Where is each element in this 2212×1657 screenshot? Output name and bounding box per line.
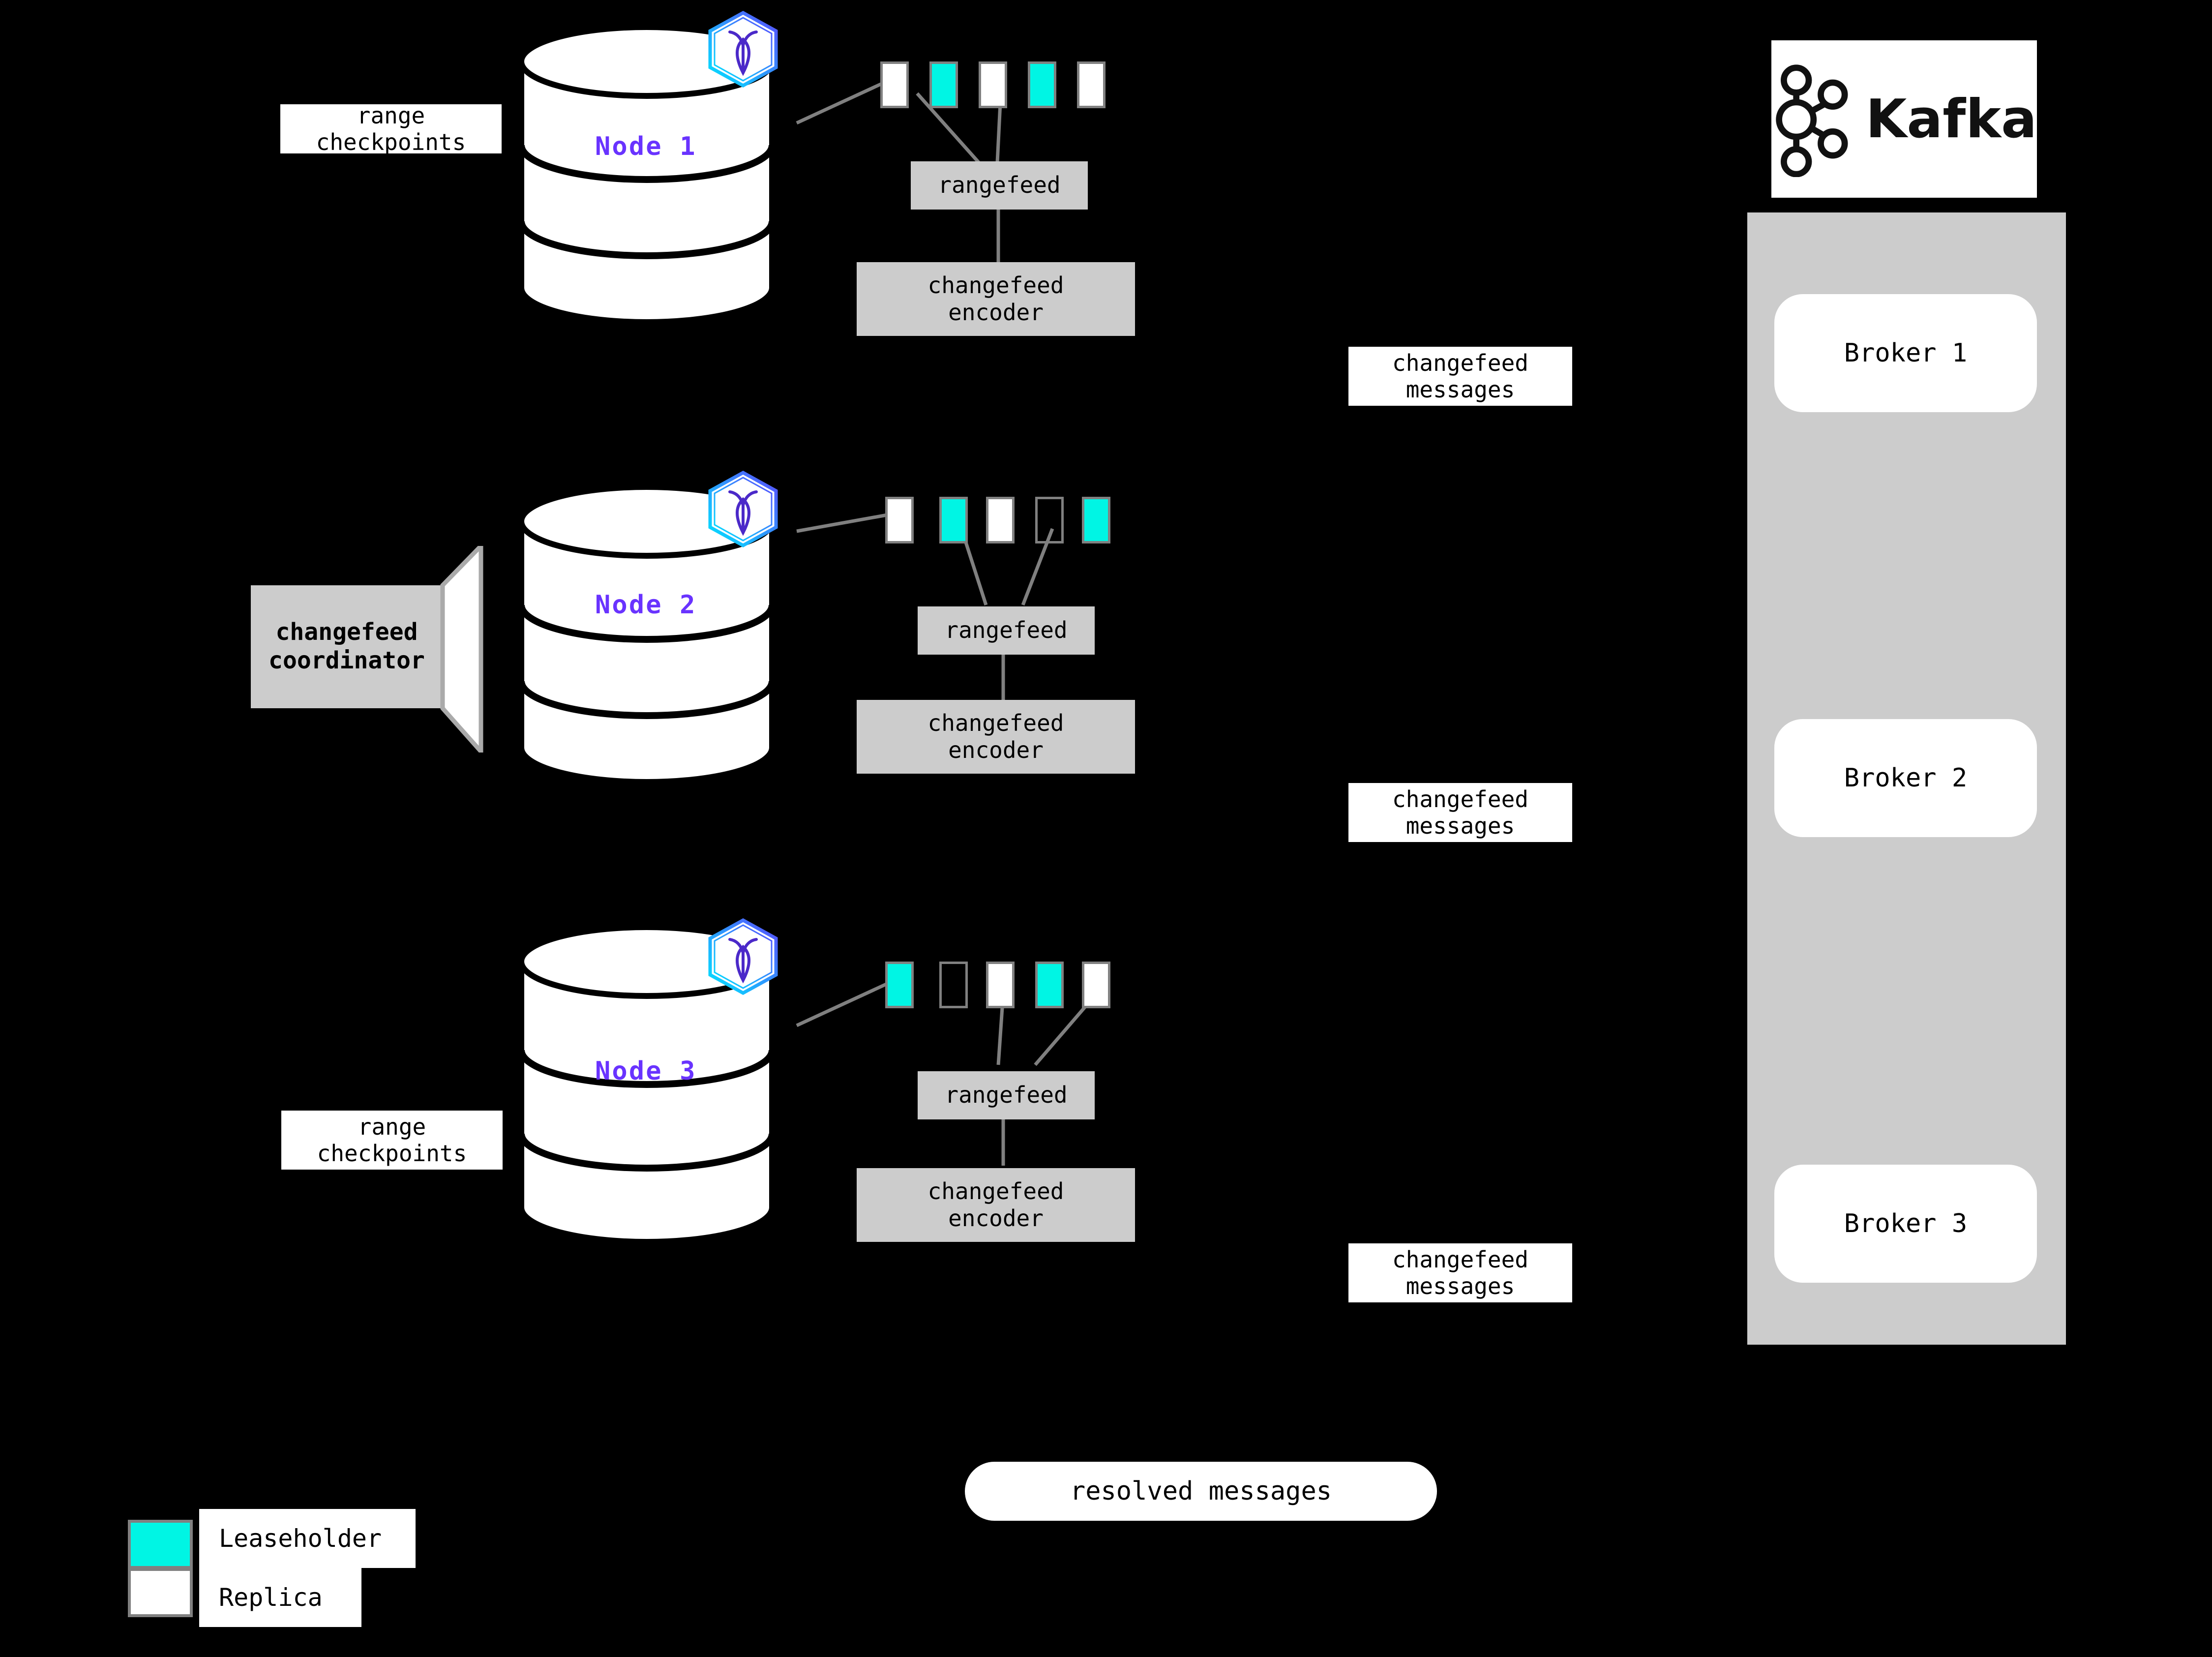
range-cell[interactable] <box>979 61 1007 108</box>
legend-item-replica-label: Replica <box>199 1568 361 1627</box>
node-2-changefeed-messages-label: changefeed messages <box>1348 783 1572 842</box>
node-3-ranges <box>885 962 1136 1013</box>
range-cell[interactable] <box>986 962 1015 1008</box>
node-3-cylinder <box>516 925 777 1244</box>
range-cell[interactable] <box>986 497 1015 543</box>
cockroachdb-hexagon-icon <box>706 10 780 89</box>
node-1-rangefeed-box[interactable]: rangefeed <box>911 161 1088 210</box>
range-cell[interactable] <box>885 962 914 1008</box>
node-1-changefeed-messages-label: changefeed messages <box>1348 347 1572 406</box>
node-2-label: Node 2 <box>595 590 697 620</box>
range-cell[interactable] <box>885 497 914 543</box>
node-2-changefeed-encoder-box[interactable]: changefeed encoder <box>857 700 1135 774</box>
node-3-range-checkpoints-label: range checkpoints <box>281 1111 503 1170</box>
range-cell[interactable] <box>929 61 958 108</box>
cockroachdb-hexagon-icon <box>706 917 780 996</box>
range-cell[interactable] <box>1028 61 1056 108</box>
legend-swatch-replica <box>128 1568 193 1617</box>
node-3-changefeed-encoder-box[interactable]: changefeed encoder <box>857 1168 1135 1242</box>
broker-3[interactable]: Broker 3 <box>1774 1165 2037 1283</box>
kafka-logo-box: Kafka <box>1771 40 2037 198</box>
range-cell[interactable] <box>1082 497 1110 543</box>
range-cell[interactable] <box>939 497 968 543</box>
range-cell[interactable] <box>1082 962 1110 1008</box>
node-3-label: Node 3 <box>595 1056 697 1086</box>
range-cell[interactable] <box>880 61 909 108</box>
broker-2[interactable]: Broker 2 <box>1774 719 2037 837</box>
node-3-rangefeed-box[interactable]: rangefeed <box>918 1071 1095 1119</box>
kafka-wordmark: Kafka <box>1865 88 2037 150</box>
legend-item-leaseholder-label: Leaseholder <box>199 1509 416 1568</box>
legend-swatch-leaseholder <box>128 1520 193 1569</box>
node-1-label: Node 1 <box>595 132 697 161</box>
range-cell[interactable] <box>1077 61 1106 108</box>
node-2-ranges <box>885 497 1136 548</box>
range-cell[interactable] <box>1035 497 1064 543</box>
range-cell[interactable] <box>1035 962 1064 1008</box>
range-cell[interactable] <box>939 962 968 1008</box>
node-2-cylinder <box>516 484 777 784</box>
node-3-changefeed-messages-label: changefeed messages <box>1348 1243 1572 1302</box>
legend: Leaseholder Replica <box>113 1509 418 1627</box>
changefeed-coordinator-label: changefeed coordinator <box>269 618 425 674</box>
cockroachdb-hexagon-icon <box>706 470 780 548</box>
node-1-ranges <box>880 61 1126 113</box>
kafka-logo-icon <box>1776 64 1848 177</box>
changefeed-coordinator-callout[interactable] <box>246 540 551 757</box>
node-1-range-checkpoints-label: range checkpoints <box>280 104 502 153</box>
node-1-changefeed-encoder-box[interactable]: changefeed encoder <box>857 262 1135 336</box>
node-2-rangefeed-box[interactable]: rangefeed <box>918 606 1095 655</box>
resolved-messages-pill[interactable]: resolved messages <box>965 1462 1437 1521</box>
broker-1[interactable]: Broker 1 <box>1774 294 2037 412</box>
